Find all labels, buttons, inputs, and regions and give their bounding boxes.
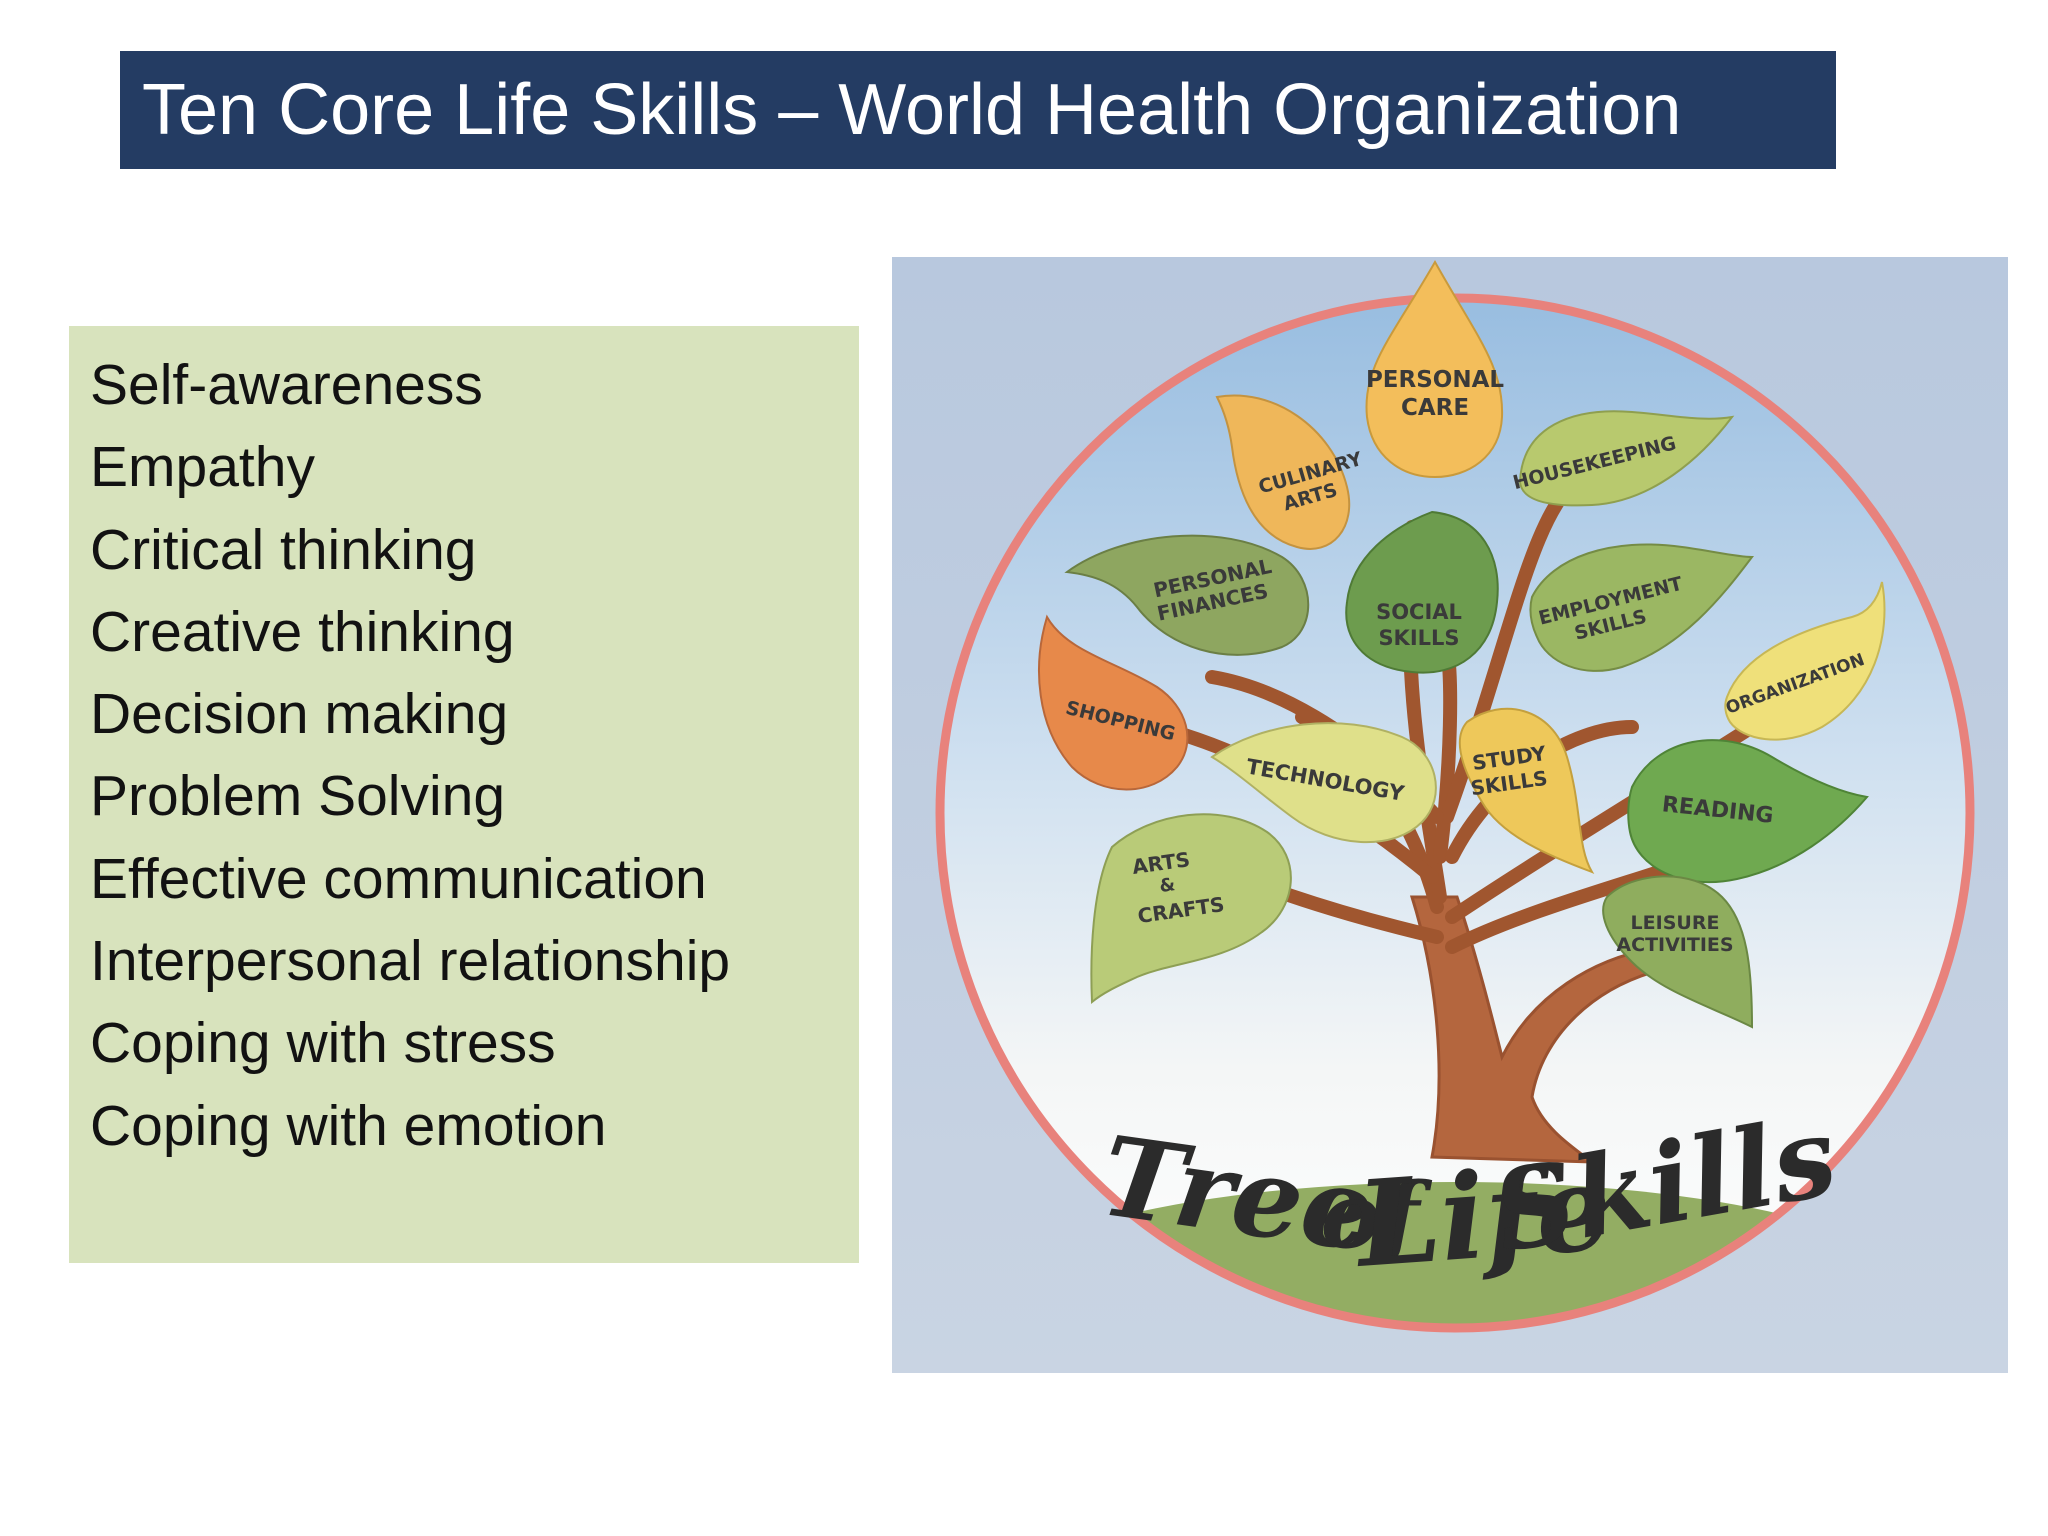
skill-item: Interpersonal relationship	[90, 929, 731, 994]
skill-item: Empathy	[90, 435, 315, 500]
tree-of-life-skills-image: PERSONAL CARE HOUSEKEEPING CULINARY ARTS…	[892, 257, 2008, 1373]
skill-item: Self-awareness	[90, 353, 483, 417]
leaf-organization: ORGANIZATION	[1723, 581, 1886, 741]
leaf-label: SKILLS	[1378, 626, 1459, 650]
skills-list: Self-awareness Empathy Critical thinking…	[90, 344, 859, 1167]
leaf-leisure-activities: LEISURE ACTIVITIES	[1602, 875, 1754, 1029]
leaf-label: PERSONAL	[1366, 367, 1504, 393]
leaf-label: CARE	[1401, 395, 1469, 421]
grass-hill	[985, 1182, 1925, 1328]
skills-list-box: Self-awareness Empathy Critical thinking…	[69, 326, 859, 1263]
skill-item: Coping with emotion	[90, 1093, 607, 1158]
leaf-reading: READING	[1627, 739, 1869, 884]
leaf-employment-skills: EMPLOYMENT SKILLS	[1529, 543, 1754, 672]
skill-item: Creative thinking	[90, 599, 515, 664]
leaf-social-skills: SOCIAL SKILLS	[1345, 510, 1499, 674]
leaf-arts-crafts: ARTS & CRAFTS	[1090, 813, 1292, 1005]
leaf-culinary-arts: CULINARY ARTS	[1215, 394, 1365, 550]
tree-trunk	[1409, 895, 1666, 1164]
leaf-personal-finances: PERSONAL FINANCES	[1064, 534, 1310, 656]
leaf-label: ACTIVITIES	[1616, 934, 1733, 956]
skill-item: Coping with stress	[90, 1011, 556, 1076]
skill-item: Effective communication	[90, 846, 707, 911]
leaf-technology: TECHNOLOGY	[1210, 722, 1437, 844]
leaf-study-skills: STUDY SKILLS	[1458, 707, 1595, 874]
leaf-shopping: SHOPPING	[1038, 614, 1189, 791]
title-bar: Ten Core Life Skills – World Health Orga…	[120, 51, 1836, 169]
leaf-label: SOCIAL	[1376, 600, 1462, 624]
leaf-label: LEISURE	[1631, 912, 1720, 934]
skill-item: Problem Solving	[90, 764, 506, 829]
caption-word: of	[1321, 1163, 1433, 1269]
tree-illustration: PERSONAL CARE HOUSEKEEPING CULINARY ARTS…	[892, 257, 2008, 1373]
caption-word: Life	[1350, 1137, 1616, 1294]
leaf-personal-care: PERSONAL CARE	[1365, 259, 1504, 479]
skill-item: Critical thinking	[90, 517, 477, 582]
leaf-housekeeping: HOUSEKEEPING	[1511, 410, 1735, 507]
leaf-label: &	[1158, 874, 1176, 897]
page-title: Ten Core Life Skills – World Health Orga…	[142, 70, 1682, 150]
skill-item: Decision making	[90, 682, 509, 747]
